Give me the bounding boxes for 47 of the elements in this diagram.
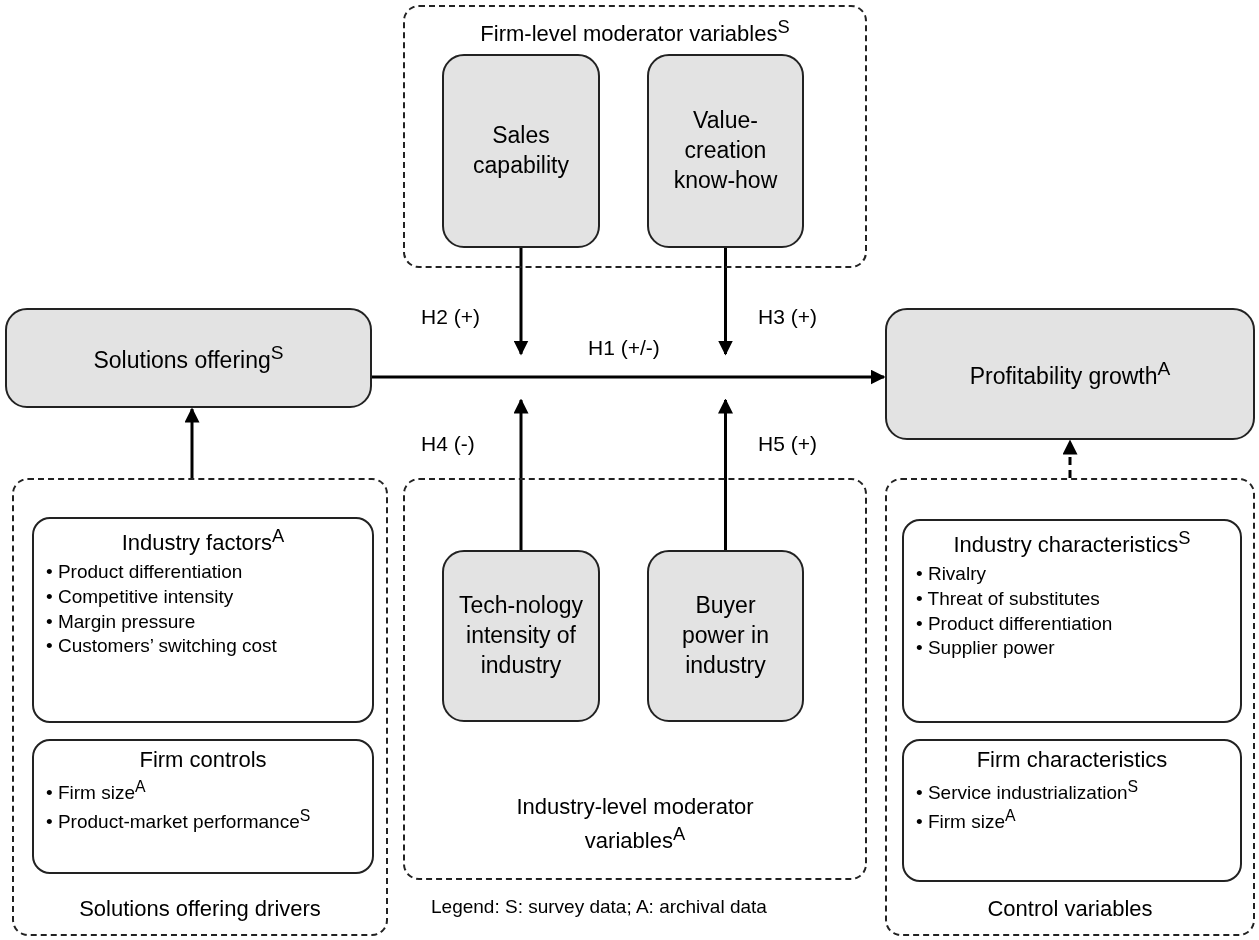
group-title: Firm-level moderator variables$^{S}$ — [479, 15, 791, 49]
list-heading: Industry factors$^{A}$ — [120, 525, 286, 557]
factor-list-box — [32, 739, 374, 874]
list-heading: Industry characteristics$^{S}$ — [952, 527, 1192, 559]
variable-name: Profitability growth$^{A}$ — [969, 356, 1171, 391]
factor-list-box — [32, 517, 374, 723]
group-title: Control variables — [986, 895, 1154, 924]
arrow — [513, 248, 529, 356]
variable-box — [5, 308, 372, 408]
dashed-group-box — [403, 478, 867, 880]
variable-name: Solutions offering$^{S}$ — [93, 340, 284, 375]
arrow — [1062, 439, 1078, 478]
variable-name: Buyer power in industry — [681, 591, 770, 680]
group-title: Solutions offering drivers — [78, 895, 322, 924]
variable-box — [647, 54, 804, 248]
factor-list-box — [902, 519, 1242, 723]
list-heading: Firm characteristics — [975, 747, 1169, 773]
variable-box — [885, 308, 1255, 440]
bullet-item: • Product-market performance$^{S}$ — [46, 806, 312, 835]
dashed-group-box — [403, 5, 867, 268]
variable-box — [442, 550, 600, 722]
dashed-group-box — [12, 478, 388, 936]
bullet-item: • Service industrialization$^{S}$ — [916, 777, 1140, 806]
variable-name: Tech-nology intensity of industry — [458, 591, 584, 680]
bullet-item: • Supplier power — [916, 636, 1056, 661]
bullet-item: • Product differentiation — [46, 560, 244, 585]
bullet-item: • Customers’ switching cost — [46, 634, 278, 659]
bullet-item: • Product differentiation — [916, 611, 1114, 636]
bullet-item: • Margin pressure — [46, 609, 197, 634]
list-heading: Firm controls — [138, 747, 268, 773]
dashed-group-box — [885, 478, 1255, 936]
arrow — [372, 369, 886, 385]
variable-box — [442, 54, 600, 248]
variable-name: Sales capability — [472, 121, 570, 180]
bullet-item: • Threat of substitutes — [916, 587, 1101, 611]
variable-box — [647, 550, 804, 722]
bullet-item: • Firm size$^{A}$ — [46, 777, 147, 806]
factor-list-box — [902, 739, 1242, 882]
bullet-item: • Rivalry — [916, 562, 987, 587]
arrow — [718, 248, 733, 356]
variable-name: Value-creation know-how — [672, 106, 779, 195]
bullet-item: • Firm size$^{A}$ — [916, 806, 1017, 835]
group-title: Industry-level moderator variables$^{A}$ — [515, 793, 755, 856]
arrow — [718, 398, 733, 550]
arrow — [513, 398, 529, 550]
arrow — [184, 407, 200, 478]
bullet-item: • Competitive intensity — [46, 585, 235, 609]
